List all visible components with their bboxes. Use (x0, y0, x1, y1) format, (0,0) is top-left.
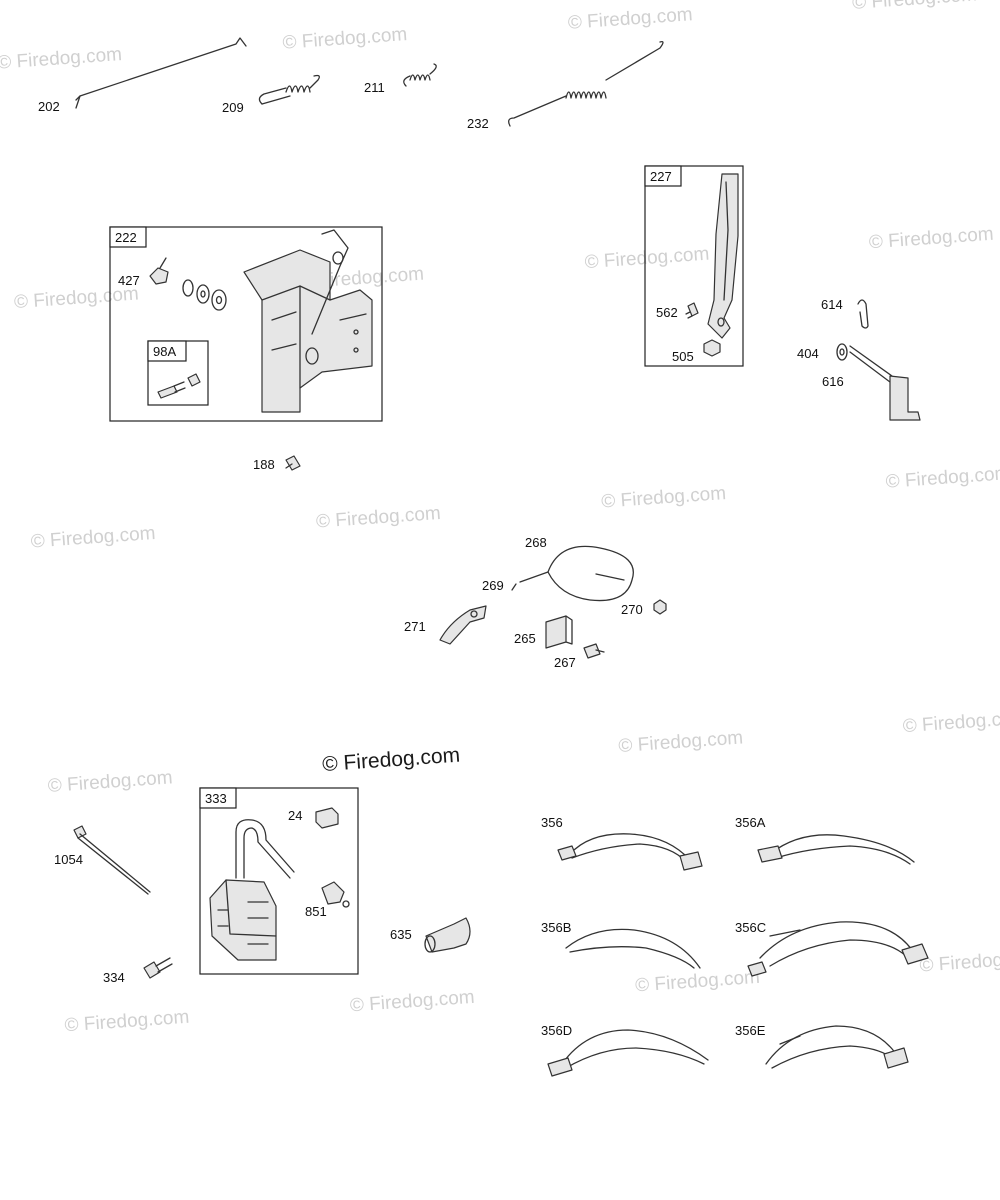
part-232-spring (508, 40, 664, 127)
part-356D-harness (547, 1029, 709, 1077)
callout-851: 851 (305, 904, 327, 919)
callout-356B: 356B (541, 920, 571, 935)
callout-24: 24 (288, 808, 302, 823)
callout-356D: 356D (541, 1023, 572, 1038)
callout-427: 427 (118, 273, 140, 288)
callout-209: 209 (222, 100, 244, 115)
watermark: © Firedog.com (315, 503, 441, 533)
part-356E-harness (765, 1025, 909, 1069)
part-616-shaft (849, 345, 921, 421)
watermark: © Firedog.com (635, 967, 761, 997)
callout-616: 616 (822, 374, 844, 389)
watermark: © Firedog.com (601, 483, 727, 513)
part-265-clamp (545, 615, 573, 649)
callout-1054: 1054 (54, 852, 83, 867)
watermark: © Firedog.com (47, 767, 173, 797)
callout-227: 227 (650, 169, 672, 184)
callout-635: 635 (390, 927, 412, 942)
group-227-lever: 227 562 505 (644, 165, 744, 367)
watermark: © Firedog.com (0, 44, 123, 74)
part-635-spark-plug-boot (424, 917, 471, 953)
callout-334: 334 (103, 970, 125, 985)
part-334-screw (143, 957, 173, 979)
part-211-spring (403, 63, 437, 87)
callout-562: 562 (656, 305, 678, 320)
part-404-washer (836, 343, 848, 361)
part-271-bracket (439, 605, 487, 645)
part-614-pin (857, 299, 869, 329)
callout-98A: 98A (153, 344, 176, 359)
watermark: © Firedog.com (64, 1007, 190, 1037)
copyright-notice: © Firedog.com (321, 744, 460, 777)
watermark: © Firedog.com (584, 244, 710, 274)
watermarks: © Firedog.com © Firedog.com © Firedog.co… (0, 0, 1000, 1036)
watermark: © Firedog.com (852, 0, 978, 14)
callout-356A: 356A (735, 815, 766, 830)
callout-333: 333 (205, 791, 227, 806)
watermark: © Firedog.com (902, 708, 1000, 738)
watermark: © Firedog.com (868, 224, 994, 254)
callout-269: 269 (482, 578, 504, 593)
callout-271: 271 (404, 619, 426, 634)
watermark: © Firedog.com (618, 727, 744, 757)
part-356-harness (557, 833, 703, 871)
watermark: © Firedog.com (567, 4, 693, 34)
callout-222: 222 (115, 230, 137, 245)
part-356A-harness (757, 834, 915, 865)
part-1054-cable-tie (73, 825, 151, 895)
watermark: © Firedog.com (282, 24, 408, 54)
watermark: © Firedog.com (919, 947, 1000, 977)
part-202-governor-link (75, 37, 247, 109)
callout-356E: 356E (735, 1023, 766, 1038)
part-356C-harness (747, 921, 929, 977)
part-209-spring (258, 74, 320, 105)
group-222-control-bracket: 222 427 98A (109, 226, 383, 422)
callout-211: 211 (364, 80, 385, 95)
callout-267: 267 (554, 655, 576, 670)
callout-356: 356 (541, 815, 563, 830)
callout-614: 614 (821, 297, 843, 312)
callout-188: 188 (253, 457, 275, 472)
callout-505: 505 (672, 349, 694, 364)
watermark: © Firedog.com (885, 463, 1000, 493)
callout-270: 270 (621, 602, 643, 617)
callout-265: 265 (514, 631, 536, 646)
callout-356C: 356C (735, 920, 766, 935)
part-267-screw (583, 643, 605, 659)
callout-404: 404 (797, 346, 819, 361)
watermark: © Firedog.com (349, 987, 475, 1017)
watermark: © Firedog.com (30, 523, 156, 553)
callout-202: 202 (38, 99, 60, 114)
part-188-screw (285, 455, 301, 471)
part-270-nut (653, 599, 667, 615)
group-333-ignition-module: 333 24 851 (199, 787, 359, 975)
callout-268: 268 (525, 535, 547, 550)
part-268-cable (511, 545, 634, 602)
part-356B-harness (565, 928, 701, 969)
callout-232: 232 (467, 116, 489, 131)
